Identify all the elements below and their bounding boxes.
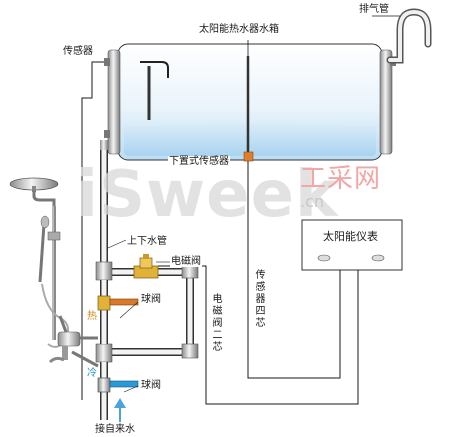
watermark-cn-text: 工采网 xyxy=(300,164,382,194)
label-cold: 冷 xyxy=(87,368,97,379)
wire-sensor-four-core xyxy=(247,161,341,379)
label-sensor-four-core: 传感器四芯 xyxy=(255,270,266,330)
solenoid-valve xyxy=(133,254,159,279)
ball-valve-cold xyxy=(97,377,139,393)
label-ball-valve-top: 球阀 xyxy=(140,294,162,305)
label-solenoid-two-core: 电磁阀二芯 xyxy=(212,294,223,354)
label-vent-pipe: 排气管 xyxy=(358,4,390,15)
ball-valve-bottom-leader xyxy=(123,385,139,393)
shower-fixture xyxy=(9,177,99,368)
label-hot: 热 xyxy=(87,311,97,322)
label-supply-pipe: 上下水管 xyxy=(126,236,168,247)
sensor-wire xyxy=(81,61,104,400)
vent-pipe xyxy=(386,8,432,64)
label-tank: 太阳能热水器水箱 xyxy=(198,24,280,35)
label-bottom-sensor: 下置式传感器 xyxy=(168,156,230,167)
pipe-loop xyxy=(95,261,199,420)
ball-valve-hot xyxy=(97,295,139,311)
watermark-domain: .cn xyxy=(300,192,325,211)
label-controller: 太阳能仪表 xyxy=(322,230,379,243)
supply-leader xyxy=(107,239,127,249)
supply-pipe xyxy=(100,140,108,262)
controller-box xyxy=(301,219,403,271)
water-tank xyxy=(104,43,396,161)
label-sensor: 传感器 xyxy=(62,46,94,57)
label-ball-valve-bottom: 球阀 xyxy=(140,380,162,391)
ball-valve-top-leader xyxy=(119,301,139,319)
water-inlet-arrow xyxy=(114,398,126,422)
label-solenoid-valve: 电磁阀 xyxy=(170,256,202,267)
label-water-inlet: 接自来水 xyxy=(94,424,136,435)
watermark-brand: iSweek xyxy=(76,158,339,232)
